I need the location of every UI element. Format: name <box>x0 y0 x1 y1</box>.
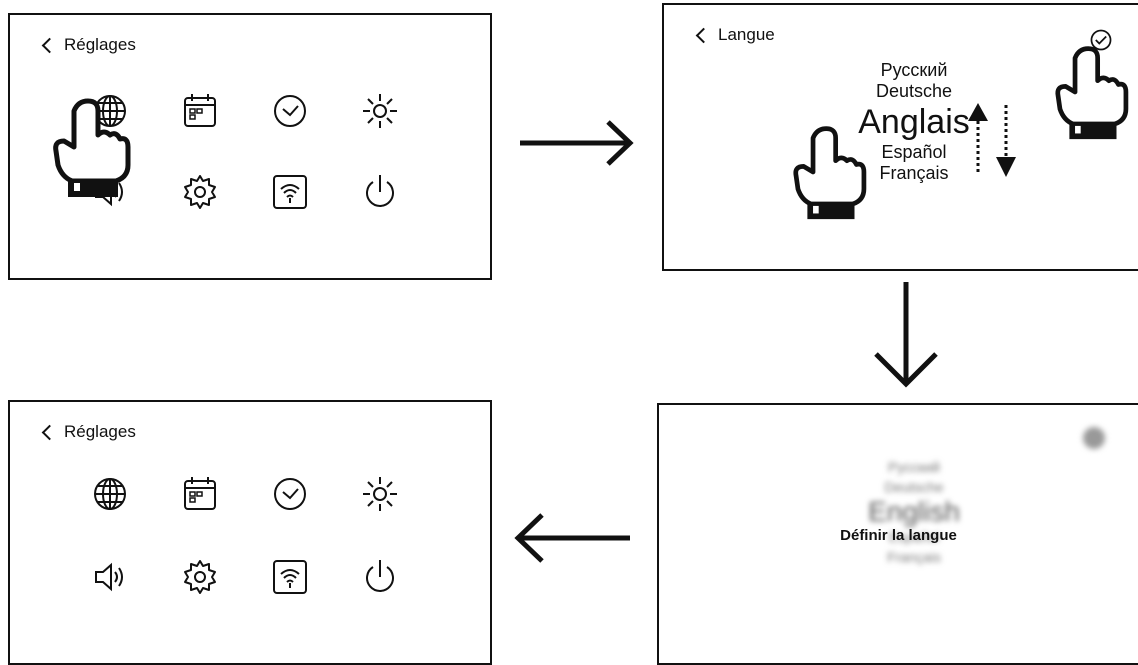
language-option[interactable]: Español <box>881 142 947 162</box>
calendar-icon[interactable] <box>180 91 220 131</box>
language-list-blurred: Русский Deutsche English Español Françai… <box>809 457 1019 567</box>
language-select-panel: Langue Русский Deutsche Anglais Español … <box>662 3 1138 271</box>
chevron-left-icon <box>41 37 58 53</box>
clock-icon[interactable] <box>270 474 310 514</box>
power-icon[interactable] <box>360 557 400 597</box>
brightness-icon[interactable] <box>360 91 400 131</box>
brightness-icon[interactable] <box>360 474 400 514</box>
language-set-message: Définir la langue <box>840 527 957 544</box>
back-label: Réglages <box>64 35 136 54</box>
language-option: Español <box>888 529 940 545</box>
gear-icon[interactable] <box>180 172 220 212</box>
language-option: Русский <box>888 459 940 475</box>
calendar-icon[interactable] <box>180 474 220 514</box>
down-arrow-icon <box>870 282 942 390</box>
back-button[interactable]: Réglages <box>40 422 136 442</box>
language-option: Français <box>887 549 941 565</box>
chevron-left-icon <box>695 27 712 43</box>
wifi-icon[interactable] <box>270 172 310 212</box>
language-list[interactable]: Русский Deutsche Anglais Español Françai… <box>809 60 1019 184</box>
power-icon[interactable] <box>360 172 400 212</box>
right-arrow-icon <box>520 118 635 168</box>
gear-icon[interactable] <box>180 557 220 597</box>
settings-panel-initial: Réglages <box>8 13 492 280</box>
hand-pointer-icon <box>1054 43 1130 141</box>
back-button[interactable]: Langue <box>694 25 775 45</box>
chevron-left-icon <box>41 424 58 440</box>
settings-panel-final: Réglages <box>8 400 492 665</box>
language-option[interactable]: Français <box>879 163 949 183</box>
back-label: Réglages <box>64 422 136 441</box>
speaker-icon[interactable] <box>90 557 130 597</box>
wifi-icon[interactable] <box>270 557 310 597</box>
hand-pointer-icon <box>792 123 868 221</box>
left-arrow-icon <box>512 510 630 566</box>
back-label: Langue <box>718 25 775 44</box>
language-option: English <box>868 496 960 527</box>
globe-icon[interactable] <box>90 474 130 514</box>
language-option-selected[interactable]: Anglais <box>858 103 970 141</box>
language-option: Deutsche <box>884 479 944 495</box>
language-set-panel: Русский Deutsche English Español Françai… <box>657 403 1138 665</box>
language-option[interactable]: Русский <box>880 60 948 80</box>
back-button[interactable]: Réglages <box>40 35 136 55</box>
language-option[interactable]: Deutsche <box>875 81 953 101</box>
hand-pointer-icon <box>52 95 132 199</box>
clock-icon[interactable] <box>270 91 310 131</box>
scroll-arrows-icon <box>966 101 1018 181</box>
check-circle-icon <box>1079 423 1109 453</box>
